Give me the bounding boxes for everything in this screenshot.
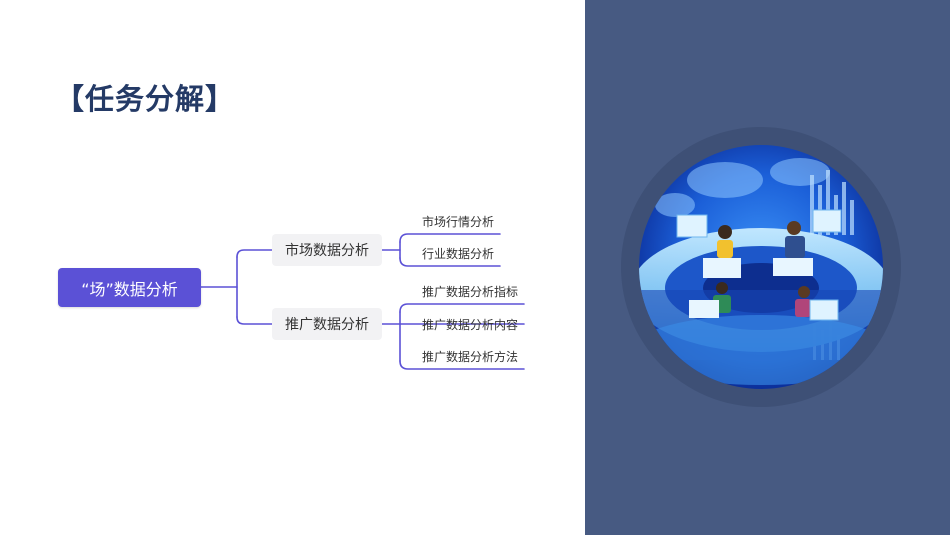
leaf-promotion-method: 推广数据分析方法: [422, 350, 519, 364]
illustration-panel: [585, 0, 950, 535]
page-title: 【任务分解】: [55, 82, 236, 116]
mindmap-root: “场”数据分析: [58, 268, 201, 307]
branch-market-analysis: 市场数据分析: [272, 234, 382, 266]
branch-promotion-analysis: 推广数据分析: [272, 308, 382, 340]
mindmap-connectors: [200, 233, 525, 370]
leaf-market-trend: 市场行情分析: [422, 215, 495, 229]
leaf-industry-data: 行业数据分析: [422, 247, 495, 261]
data-center-globe-illustration: [621, 127, 901, 407]
leaf-promotion-content: 推广数据分析内容: [422, 318, 519, 332]
leaf-promotion-metrics: 推广数据分析指标: [422, 285, 519, 299]
